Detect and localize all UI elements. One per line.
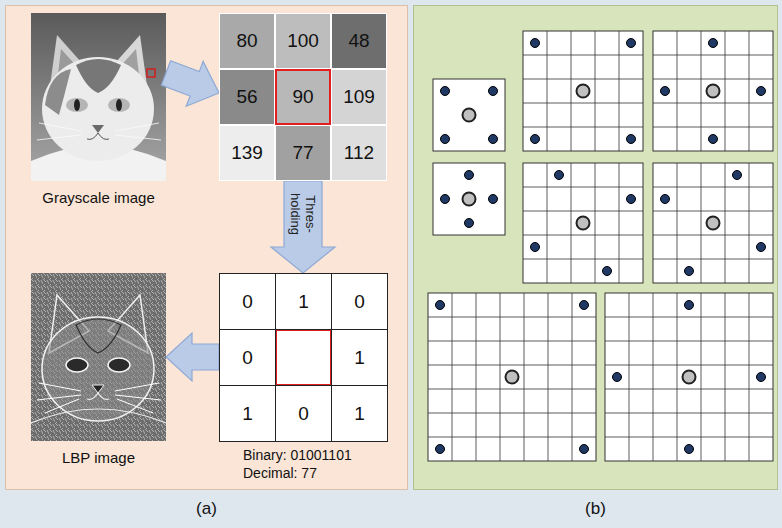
neighbour-dot <box>531 243 540 252</box>
image-caption: Grayscale image <box>42 189 155 207</box>
neighbour-dot <box>757 373 766 382</box>
pixel-value: 139 <box>219 125 275 181</box>
pixel-value: 56 <box>219 69 275 125</box>
panel-label: (a) <box>196 499 217 519</box>
center-pixel-dot <box>683 371 696 384</box>
binary-value: 0 <box>219 273 276 330</box>
neighbour-dot <box>436 445 445 454</box>
pattern-grid <box>433 79 505 151</box>
binary-value: 1 <box>219 385 276 442</box>
grid-lines <box>653 31 773 151</box>
pixel-value: 112 <box>331 125 387 181</box>
binary-value: 0 <box>275 385 332 442</box>
grid-lines <box>653 163 773 283</box>
neighbour-dot <box>613 373 622 382</box>
intensity-grid: 8010048 5690109 13977112 <box>219 13 387 181</box>
neighbour-dot <box>441 195 450 204</box>
grid-lines <box>523 31 643 151</box>
neighbour-dot <box>465 171 474 180</box>
binary-value: 1 <box>331 329 388 386</box>
result-text: Decimal: 77 <box>243 465 317 481</box>
pattern-grid <box>523 163 643 283</box>
center-pixel-dot <box>463 193 476 206</box>
neighbour-dot <box>603 267 612 276</box>
neighbour-dot <box>685 301 694 310</box>
neighbour-dot <box>709 39 718 48</box>
grid-lines <box>428 293 596 461</box>
neighbour-dot <box>733 171 742 180</box>
binary-value: 1 <box>275 273 332 330</box>
arrow-label: Thres- holding <box>288 186 318 242</box>
neighbour-dot <box>580 445 589 454</box>
pattern-grid <box>428 293 596 461</box>
block-arrow <box>271 181 335 273</box>
pattern-grid <box>653 31 773 151</box>
pattern-grid <box>523 31 643 151</box>
neighbour-dot <box>580 301 589 310</box>
center-pixel-dot <box>707 85 720 98</box>
neighbour-dot <box>685 445 694 454</box>
image-caption: LBP image <box>62 449 135 467</box>
pixel-value: 90 <box>275 69 331 125</box>
center-pixel-dot <box>707 217 720 230</box>
pattern-grid <box>653 163 773 283</box>
lbp-photo: LBP image <box>31 273 166 441</box>
center-pixel <box>275 329 332 386</box>
neighbour-dot <box>627 195 636 204</box>
pixel-value: 109 <box>331 69 387 125</box>
neighbour-dot <box>531 39 540 48</box>
cat-photo <box>31 13 166 181</box>
neighbour-dot <box>489 87 498 96</box>
neighbour-dot <box>531 135 540 144</box>
neighbour-dot <box>757 243 766 252</box>
result-text: Binary: 01001101 <box>243 447 352 463</box>
binary-value: 1 <box>331 385 388 442</box>
pattern-grid <box>433 163 505 235</box>
pixel-value: 77 <box>275 125 331 181</box>
panel-label: (b) <box>585 499 606 519</box>
neighbour-dot <box>627 39 636 48</box>
center-pixel-dot <box>463 109 476 122</box>
pixel-value: 48 <box>331 13 387 69</box>
neighbour-dot <box>661 195 670 204</box>
panel: (b) <box>413 5 778 490</box>
neighbour-dot <box>441 135 450 144</box>
neighbour-dot <box>465 219 474 228</box>
pixel-value: 100 <box>275 13 331 69</box>
neighbour-dot <box>709 135 718 144</box>
center-pixel-dot <box>577 217 590 230</box>
neighbour-dot <box>441 87 450 96</box>
neighbour-dot <box>661 87 670 96</box>
neighbour-dot <box>489 135 498 144</box>
grid-lines <box>605 293 773 461</box>
grayscale-photo: Grayscale image <box>31 13 166 181</box>
binary-grid: 01001101 <box>219 273 387 441</box>
neighbourhood-patterns <box>414 6 779 491</box>
binary-value: 0 <box>331 273 388 330</box>
binary-value: 0 <box>219 329 276 386</box>
lbp-photo-picture <box>31 273 166 441</box>
pattern-grid <box>605 293 773 461</box>
center-pixel-dot <box>577 85 590 98</box>
grid-lines <box>523 163 643 283</box>
block-arrow <box>161 61 219 106</box>
neighbour-dot <box>436 301 445 310</box>
block-arrow <box>166 333 219 381</box>
neighbour-dot <box>555 171 564 180</box>
neighbour-dot <box>685 267 694 276</box>
pixel-value: 80 <box>219 13 275 69</box>
neighbour-dot <box>627 135 636 144</box>
neighbour-dot <box>757 87 766 96</box>
neighbour-dot <box>489 195 498 204</box>
center-pixel-dot <box>506 371 519 384</box>
